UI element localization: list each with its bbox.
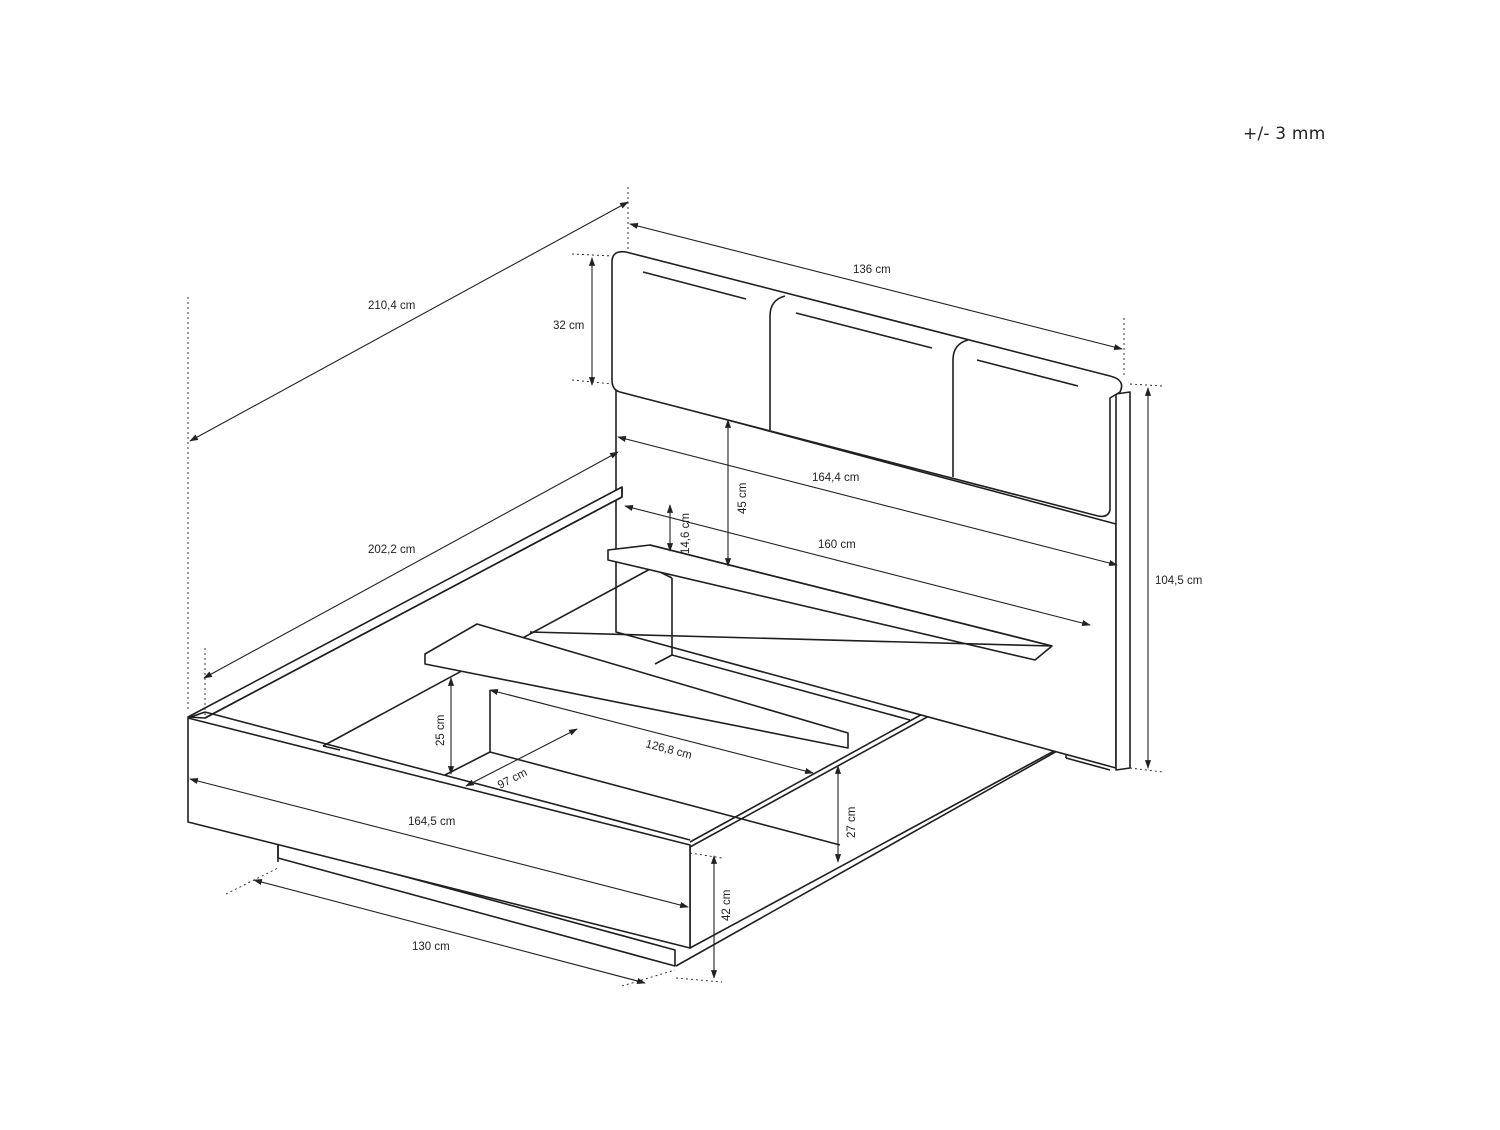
label-panel-width: 164,4 cm xyxy=(812,472,859,484)
label-footboard-height: 42 cm xyxy=(721,890,733,921)
label-cushion-height: 32 cm xyxy=(553,320,584,332)
dim-line-inner-width xyxy=(624,504,1091,627)
label-slat-length: 126,8 cm xyxy=(644,738,693,761)
bed-outline xyxy=(187,250,1131,967)
label-shelf-height: 14,6 cm xyxy=(680,513,692,554)
headboard-side-board xyxy=(1115,391,1131,771)
label-panel-height: 45 cm xyxy=(737,483,749,514)
label-side-rail-height: 27 cm xyxy=(846,807,858,838)
footboard xyxy=(187,717,691,949)
dim-line-base-width xyxy=(253,879,646,984)
dim-line-headboard-width xyxy=(629,222,1123,351)
label-base-width: 130 cm xyxy=(412,941,450,953)
label-headboard-width: 136 cm xyxy=(853,264,891,276)
dim-line-slat-length xyxy=(489,688,814,775)
dim-line-frame-length xyxy=(203,451,619,679)
label-inner-depth: 97 cm xyxy=(496,767,529,792)
label-inner-frame-height: 25 cm xyxy=(435,715,447,746)
dim-line-total-length xyxy=(189,201,629,442)
label-inner-width: 160 cm xyxy=(818,539,856,551)
tolerance-note: +/- 3 mm xyxy=(1243,124,1326,144)
label-total-height: 104,5 cm xyxy=(1155,575,1202,587)
dimension-lines xyxy=(189,201,1152,984)
label-total-length: 210,4 cm xyxy=(368,300,415,312)
dim-line-inner-depth xyxy=(465,728,578,787)
label-frame-length: 202,2 cm xyxy=(368,544,415,556)
label-footboard-width: 164,5 cm xyxy=(408,816,455,828)
